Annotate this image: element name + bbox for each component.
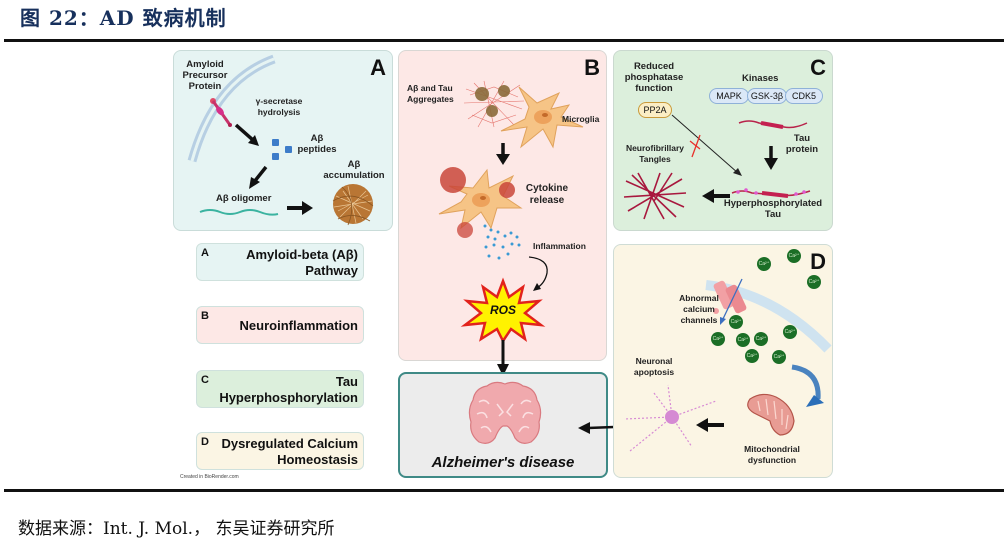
legend-key: A <box>201 247 209 259</box>
label-secretase: γ-secretase hydrolysis <box>255 96 303 117</box>
kinase-pill-cdk5: CDK5 <box>785 88 823 104</box>
tau-protein-icon <box>738 120 808 129</box>
arrow-left-icon <box>702 189 730 203</box>
arrow-down-icon <box>496 143 510 165</box>
arrow-down-left-icon <box>249 165 268 189</box>
calcium-channel-icon <box>713 278 747 325</box>
arrow-right-icon <box>287 201 313 215</box>
panel-letter-b: B <box>584 55 600 80</box>
label-reduced-phosphatase: Reduced phosphatase function <box>624 61 684 94</box>
panel-letter-a: A <box>370 55 386 80</box>
label-alzheimers: Alzheimer's disease <box>431 454 575 471</box>
legend-item-d: D Dysregulated Calcium Homeostasis <box>196 432 364 470</box>
figure-title: 图 22：AD 致病机制 <box>20 6 227 30</box>
calcium-ion-icon: Ca²⁺ <box>783 325 797 339</box>
apoptotic-neuron-icon <box>623 384 717 452</box>
legend-item-a: A Amyloid-beta (Aβ) Pathway <box>196 243 364 281</box>
hyperphosphorylated-tau-icon <box>731 188 811 198</box>
calcium-ion-icon: Ca²⁺ <box>745 349 759 363</box>
blocked-arrow-icon <box>671 114 742 176</box>
label-aggregates: Aβ and Tau Aggregates <box>407 83 454 104</box>
label-cytokine: Cytokine release <box>525 183 569 206</box>
label-mitochondrial-dysfunction: Mitochondrial dysfunction <box>744 444 800 465</box>
calcium-ion-icon: Ca²⁺ <box>772 350 786 364</box>
label-accumulation: Aβ accumulation <box>323 159 385 181</box>
cytokine-dots-icon <box>483 224 521 260</box>
arrow-down-icon <box>764 146 778 170</box>
microglia-icon <box>500 86 584 149</box>
legend-item-c: C Tau Hyperphosphorylation <box>196 370 364 408</box>
biorender-credit: Created in BioRender.com <box>180 474 239 480</box>
label-hyperphosphorylated: Hyperphosphorylated Tau <box>723 198 823 220</box>
panel-letter-d: D <box>810 249 826 274</box>
calcium-ion-icon: Ca²⁺ <box>711 332 725 346</box>
kinase-pill-mapk: MAPK <box>709 88 749 104</box>
peptide-square-icon <box>272 153 279 160</box>
legend-key: D <box>201 436 209 448</box>
legend-item-b: B Neuroinflammation <box>196 306 364 344</box>
arrow-left-icon <box>696 418 724 432</box>
alzheimers-disease-box: Alzheimer's disease <box>398 372 608 478</box>
label-tau-protein: Tau protein <box>785 133 819 155</box>
label-kinases: Kinases <box>742 73 779 84</box>
calcium-ion-icon: Ca²⁺ <box>754 332 768 346</box>
panel-letter-c: C <box>810 55 826 80</box>
label-abnormal-channels: Abnormal calcium channels <box>679 293 719 325</box>
label-ros: ROS <box>489 303 516 317</box>
oligomer-strand-icon <box>199 209 279 216</box>
calcium-ion-icon: Ca²⁺ <box>807 275 821 289</box>
top-rule <box>4 39 1004 42</box>
panel-d-calcium: D Abnormal calcium channels Ca²⁺ Ca²⁺ Ca… <box>613 244 833 478</box>
peptide-square-icon <box>285 146 292 153</box>
legend-text: Tau Hyperphosphorylation <box>219 374 358 405</box>
legend-key: B <box>201 310 209 322</box>
arrow-left-to-ad-icon <box>578 422 615 434</box>
amyloid-plaque-icon <box>332 184 374 226</box>
calcium-ion-icon: Ca²⁺ <box>729 315 743 329</box>
curved-arrow-icon <box>528 256 548 291</box>
label-inflammation: Inflammation <box>533 241 586 251</box>
app-protein-icon <box>210 98 232 127</box>
legend-key: C <box>201 374 209 386</box>
label-oligomer: Aβ oligomer <box>216 193 272 204</box>
activated-microglia-icon <box>438 167 523 238</box>
peptide-square-icon <box>272 139 279 146</box>
label-neuronal-apoptosis: Neuronal apoptosis <box>633 356 675 377</box>
calcium-ion-icon: Ca²⁺ <box>736 333 750 347</box>
legend-text: Amyloid-beta (Aβ) Pathway <box>246 247 358 278</box>
kinase-pill-gsk3b: GSK-3β <box>747 88 787 104</box>
label-microglia: Microglia <box>562 114 600 124</box>
source-note: 数据来源：Int. J. Mol.， 东吴证券研究所 <box>18 519 335 539</box>
brain-coronal-icon <box>468 381 542 444</box>
mitochondrion-icon <box>747 393 795 436</box>
panel-a-amyloid: A Amyloid Precursor Protein γ-secretase … <box>173 50 393 231</box>
aggregates-icon <box>463 80 525 128</box>
arrow-down-right-icon <box>234 123 259 146</box>
calcium-ion-icon: Ca²⁺ <box>757 257 771 271</box>
label-app: Amyloid Precursor Protein <box>182 59 228 92</box>
legend-text: Dysregulated Calcium Homeostasis <box>221 436 358 467</box>
bottom-rule <box>4 489 1004 492</box>
arrow-down-to-ad-icon <box>497 340 509 376</box>
label-nft: Neurofibrillary Tangles <box>625 143 685 164</box>
neurofibrillary-tangles-icon <box>623 172 687 220</box>
calcium-ion-icon: Ca²⁺ <box>787 249 801 263</box>
panel-c-tau: C Reduced phosphatase function PP2A Kina… <box>613 50 833 231</box>
membrane-arc-icon <box>187 54 276 163</box>
pp2a-pill: PP2A <box>638 102 672 118</box>
legend-text: Neuroinflammation <box>239 318 358 333</box>
label-peptides: Aβ peptides <box>297 133 337 155</box>
panel-b-neuroinflammation: B Aβ and Tau Aggregates Microglia Cytoki… <box>398 50 607 361</box>
curved-blue-arrow-icon <box>791 364 824 407</box>
